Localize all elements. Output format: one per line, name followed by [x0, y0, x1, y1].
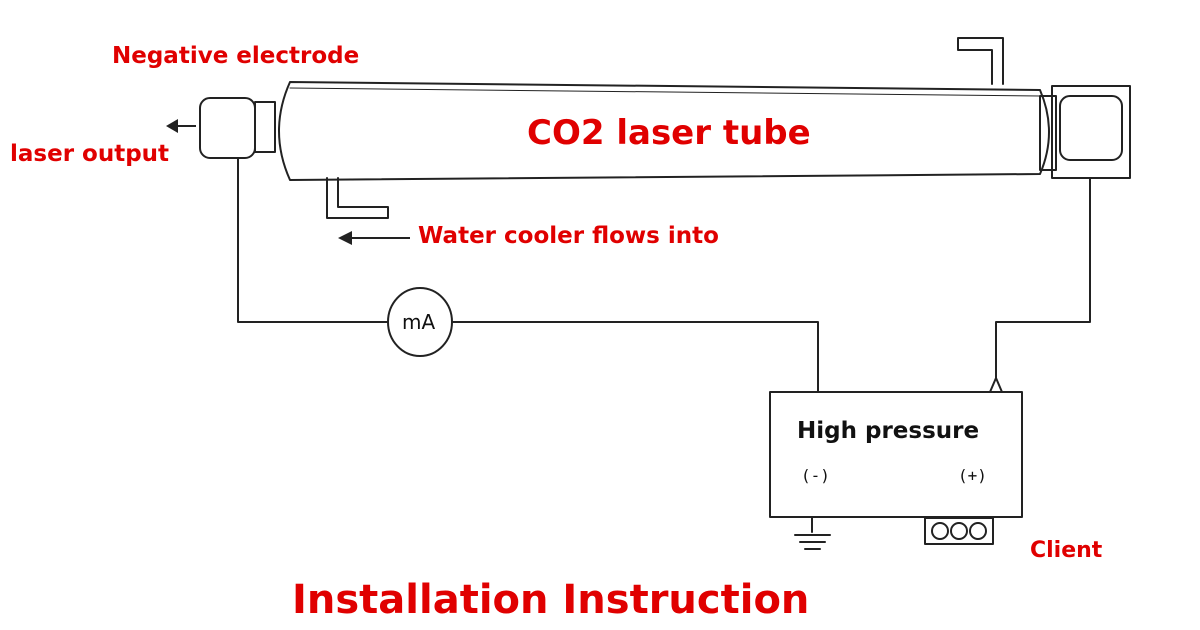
positive-electrode-frame: [1051, 85, 1131, 179]
right-collar: [1039, 95, 1057, 171]
negative-terminal-label: (-): [801, 466, 830, 485]
positive-terminal-tip: [989, 377, 1003, 393]
client-label: Client: [1030, 538, 1103, 563]
milliamp-meter-label: mA: [402, 310, 436, 334]
water-outlet-pipe: [957, 37, 1004, 85]
laser-output-label: laser output: [10, 141, 170, 167]
laser-tube-body: [278, 81, 1050, 181]
three-pin-connector-icon: [924, 517, 994, 545]
water-inlet-pipe: [326, 177, 389, 219]
left-collar: [254, 101, 276, 153]
water-inflow-arrow-icon: [338, 231, 410, 245]
laser-output-arrow-icon: [166, 119, 196, 133]
ground-symbol-icon: [794, 534, 831, 550]
negative-wire: [237, 157, 389, 323]
water-cooler-label: Water cooler flows into: [418, 223, 719, 249]
diagram-title: Installation Instruction: [292, 577, 810, 623]
meter-to-supply-wire: [451, 321, 819, 393]
laser-tube-label: CO2 laser tube: [527, 113, 811, 153]
negative-electrode-label: Negative electrode: [112, 43, 360, 69]
power-supply-label: High pressure: [797, 418, 980, 444]
positive-terminal-label: (+): [958, 466, 987, 485]
negative-electrode-block: [199, 97, 256, 159]
positive-wire: [995, 177, 1091, 379]
positive-electrode-block: [1059, 95, 1123, 161]
power-supply-box: [769, 391, 1023, 518]
